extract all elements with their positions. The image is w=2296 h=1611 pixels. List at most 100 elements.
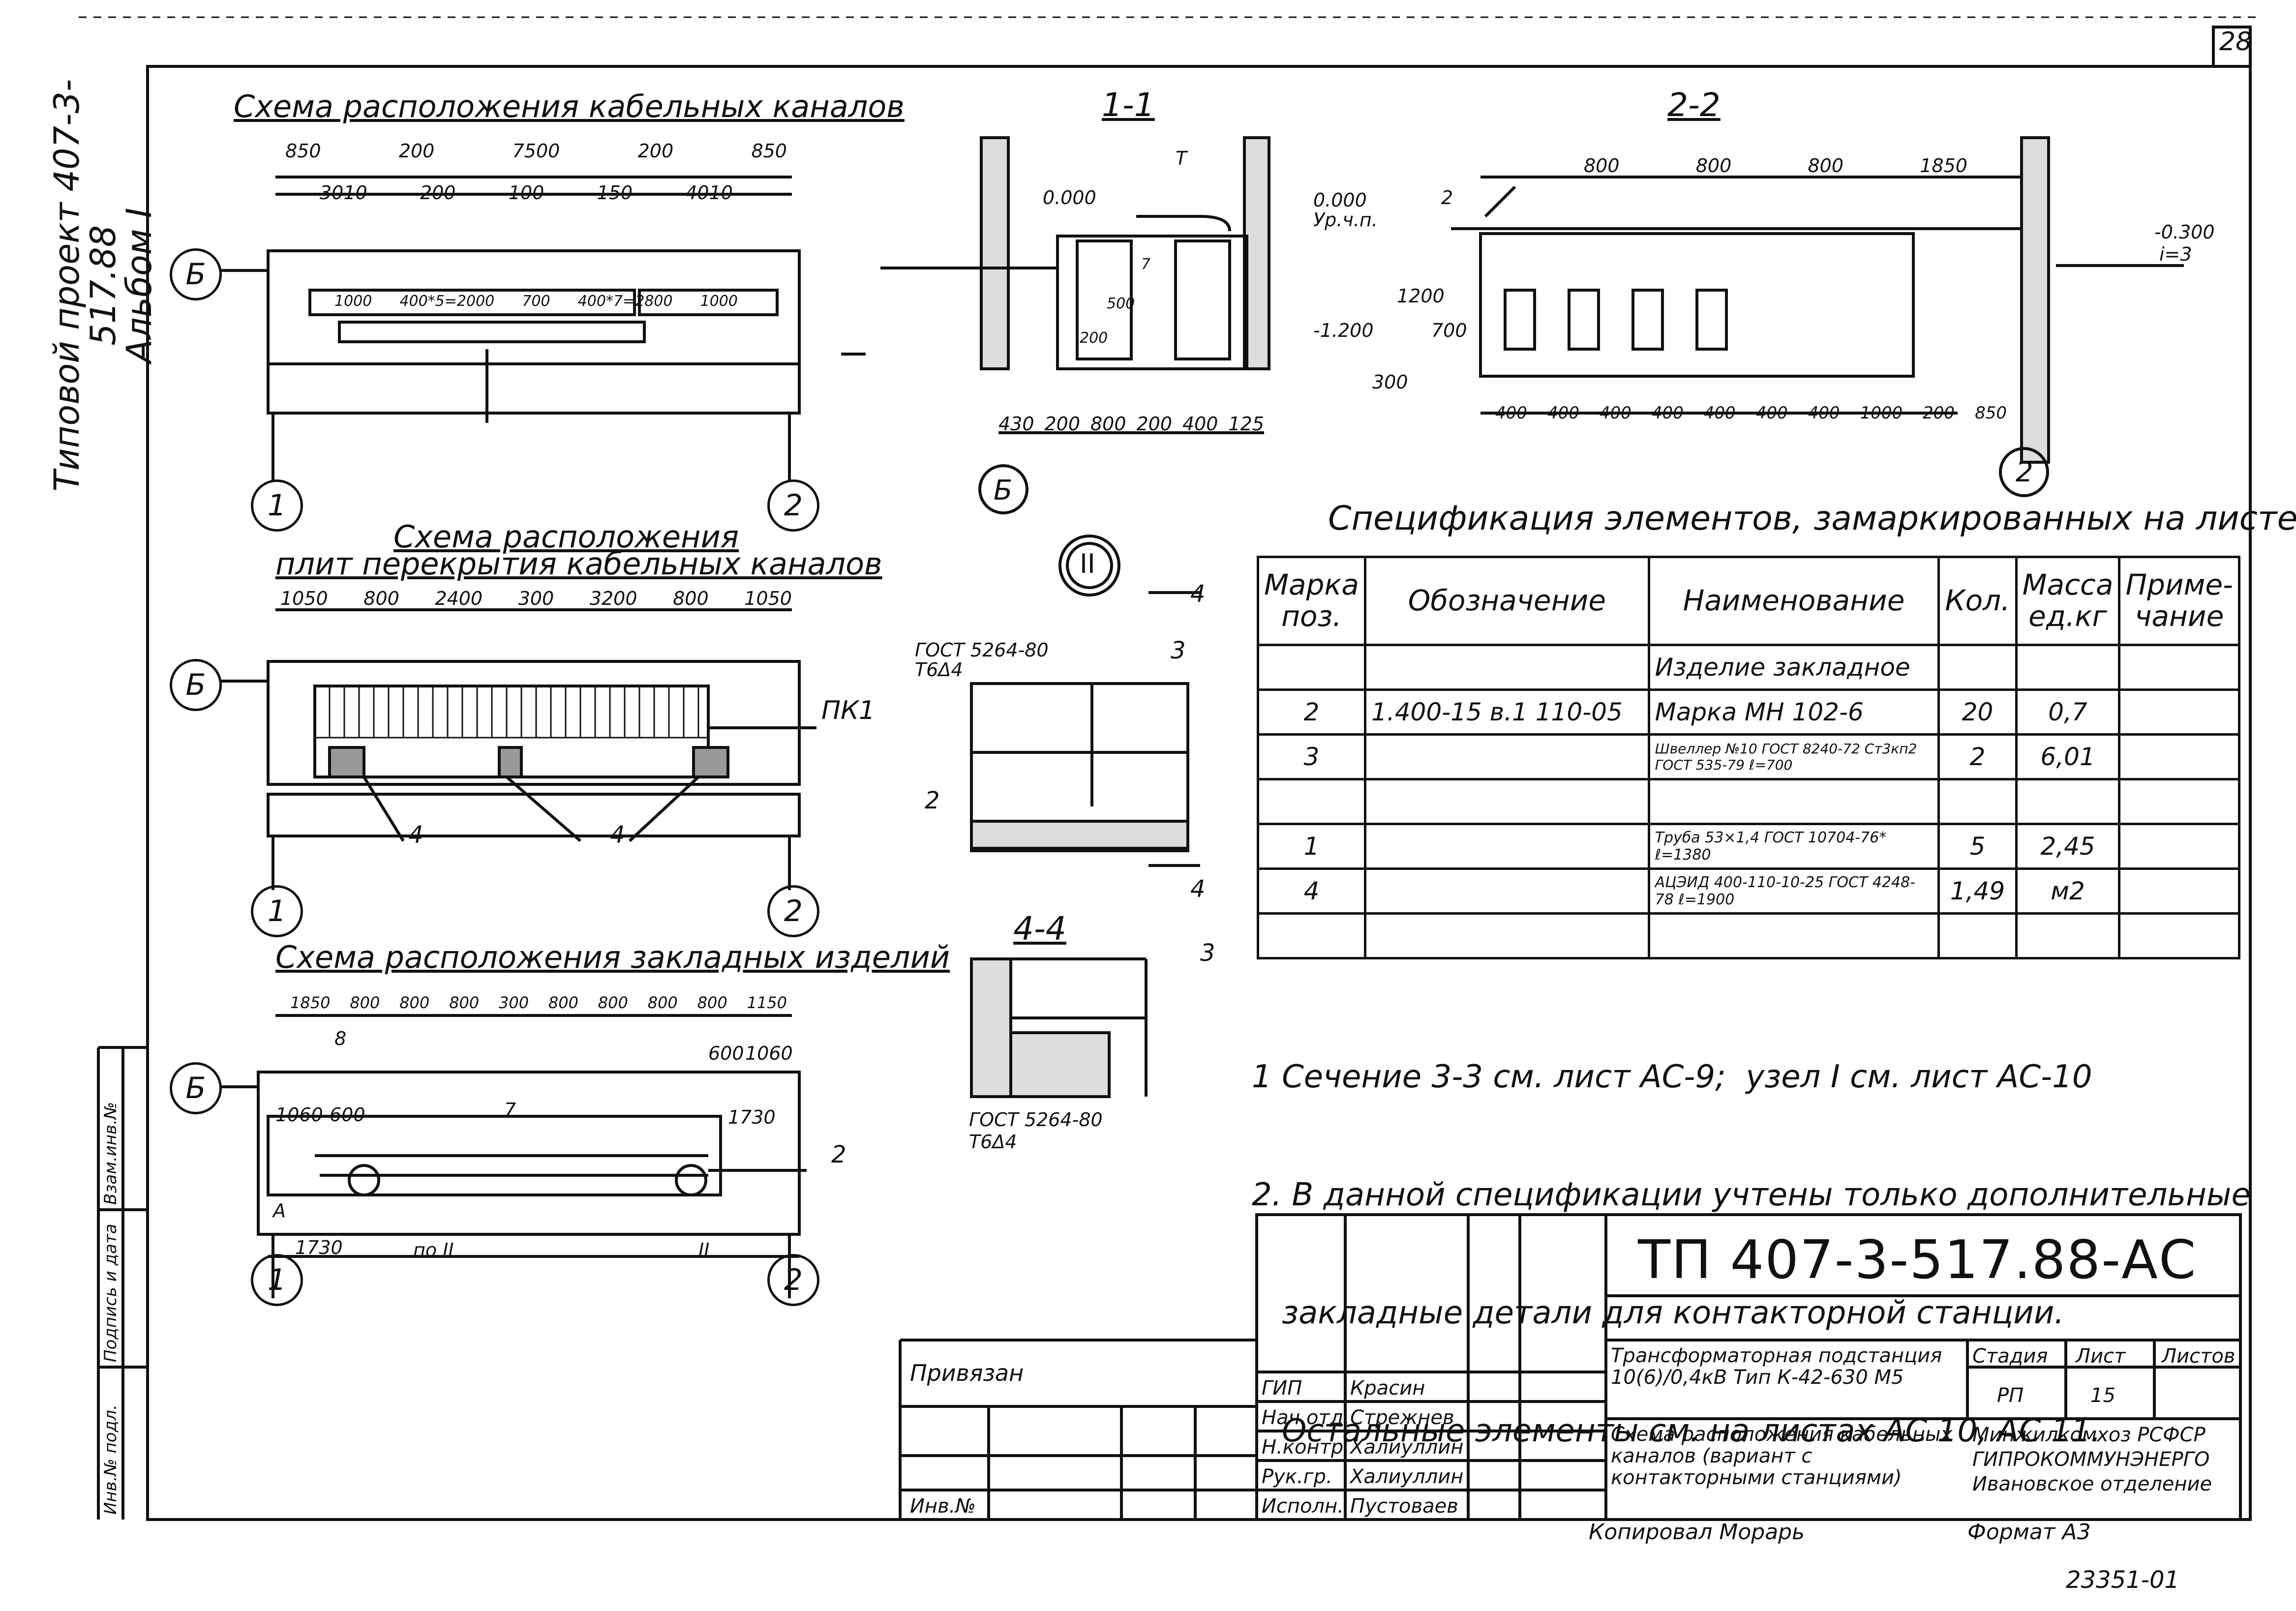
spec-cell [1363,778,1650,825]
spec-cell [1363,912,1650,959]
dim: 800 [1584,155,1620,177]
copied-label: Копировал Морарь [1589,1520,1805,1545]
spec-cell [1937,912,2018,959]
stamp-sign-date: Подпись и дата [101,1223,121,1362]
spec-title: Спецификация элементов, замаркированных … [1328,499,2296,538]
spec-header: Обозначение [1363,556,1650,646]
slabs-plan-title-2: плит перекрытия кабельных каналов [275,546,882,582]
dim: 430 [998,413,1034,435]
spec-header: Масса ед.кг [2015,556,2121,646]
h-1200: 1200 [1397,285,1445,307]
spec-header-row: Марка поз. Обозначение Наименование Кол.… [1257,556,2240,646]
note-2-cont-1: закладные детали для контакторной станци… [1252,1295,2064,1331]
spec-cell [2118,688,2240,736]
org-3: Ивановское отделение [1972,1473,2212,1495]
spec-cell [2118,778,2240,825]
axis-b-marker: Б [170,248,222,300]
mark-3-node: 3 [1171,637,1186,664]
dim: 200 [1136,413,1172,435]
spec-row: Изделие закладное [1257,644,2240,691]
dim: 400 [1651,403,1684,423]
spec-cell [1257,644,1366,691]
dim: 700 [522,293,550,310]
mark-4-right: 4 [610,821,625,849]
section-1-1-title: 1-1 [1102,86,1155,124]
spec-cell [2015,644,2121,691]
spec-row [1257,912,2240,959]
role-ruk-gr: Рук.гр. [1262,1465,1332,1488]
dim: 800 [449,993,480,1012]
privyazan-label: Привязан [910,1360,1024,1386]
dim: 400*7=2800 [577,293,673,310]
axis-2-marker-2: 2 [767,885,819,937]
spec-cell: 5 [1937,823,2018,870]
axis-b-marker-2: Б [170,659,222,711]
spec-row: 1 Труба 53×1,4 ГОСТ 10704-76* ℓ=1380 5 2… [1257,823,2240,870]
dim-embedded-right2: 1060 [745,1043,793,1064]
dim: 800 [697,993,727,1012]
dim: 300 [518,588,554,609]
mark-3-section-4: 3 [1200,939,1215,967]
dim: 850 [285,140,321,162]
slabs-plan-title-1: Схема расположения [393,519,739,555]
dim: 1000 [334,293,372,310]
dim: 800 [1090,413,1126,435]
dim: 200 [1923,403,1955,423]
inv-no-label: Инв.№ [910,1495,976,1518]
dim: 400 [1755,403,1788,423]
spec-cell [1257,778,1366,825]
dim-embedded-left: 1060 [275,1104,323,1126]
spec-cell: 2,45 [2015,823,2121,870]
spec-header: Кол. [1937,556,2018,646]
dim: 1050 [280,588,328,609]
document-code: ТП 407-3-517.88-АС [1638,1229,2197,1291]
dim-embedded-right3: 1730 [728,1106,776,1128]
name-nach-otd: Стрежнев [1350,1406,1454,1429]
spec-cell [1363,733,1650,780]
name-n-kontr: Халиуллин [1350,1436,1464,1459]
spec-cell [2118,912,2240,959]
dims-channels-mid: 3010 200 100 150 4010 [320,182,733,204]
dim: 400 [1182,413,1218,435]
stamp-vzam-inv: Взам.инв.№ [101,1102,121,1205]
weld-type-4-4: Т6Δ4 [969,1131,1017,1153]
spec-cell: 1,49 [1937,867,2018,915]
level-zero-2-2: 0.000 [1313,189,1367,211]
pk1-label: ПК1 [821,696,876,725]
mark-4-left: 4 [408,821,423,849]
spec-cell [2015,912,2121,959]
mark-2-embedded: 2 [831,1141,846,1168]
note-1: 1 Сечение 3-3 см. лист АС-9; узел I см. … [1252,1059,2092,1095]
dim-embedded-count: 7 [504,1099,516,1121]
spec-cell: 6,01 [2015,733,2121,780]
dim: 200 [1044,413,1081,435]
a-mark: А [273,1200,286,1222]
section-4-4-title: 4-4 [1013,910,1066,948]
dim-1-1-vert-500: 500 [1107,295,1135,312]
dim: 800 [399,993,430,1012]
dim-embedded-left2: 600 [330,1104,365,1126]
spec-cell [2118,823,2240,870]
dim: 400 [1808,403,1840,423]
spec-cell [2118,867,2240,915]
dims-slabs: 1050 800 2400 300 3200 800 1050 [280,588,792,609]
dim: 800 [1695,155,1732,177]
spec-row [1257,778,2240,825]
dim: 300 [498,993,529,1012]
slope-label: i=3 [2159,243,2192,265]
dim: 400 [1547,403,1579,423]
axis-2-marker-3: 2 [767,1254,819,1306]
dim: 850 [1975,403,2007,423]
spec-cell: 0,7 [2015,688,2121,736]
dim: 800 [673,588,709,609]
mark-8: 8 [334,1028,347,1049]
side-title-line-1: Типовой проект 407-3-517.88 [46,79,123,492]
mark-2-section: 2 [1441,187,1453,209]
dim: 800 [548,993,578,1012]
notes: 1 Сечение 3-3 см. лист АС-9; узел I см. … [1252,979,2251,1529]
name-ispoln: Пустоваев [1350,1495,1458,1518]
dims-channels-inner: 1000 400*5=2000 700 400*7=2800 1000 [334,293,738,310]
format-label: Формат А3 [1967,1520,2091,1545]
section-2-2-title: 2-2 [1667,86,1721,124]
